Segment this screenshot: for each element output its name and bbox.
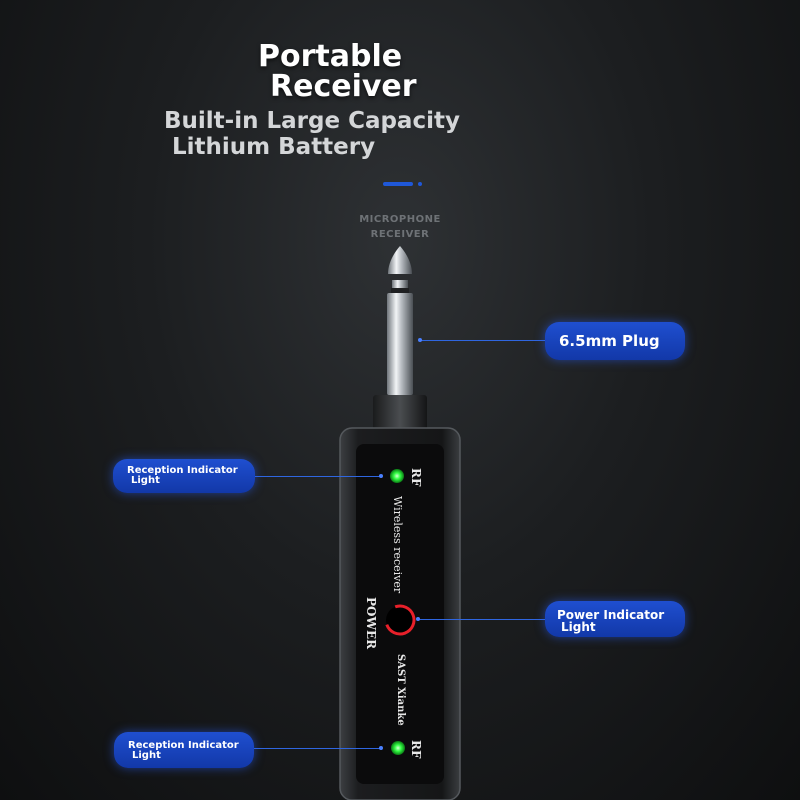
callout-reception-top-line1: Reception Indicator [127, 465, 238, 476]
device-label-brand: SAST Xianke [395, 654, 406, 726]
led-rf-bottom [391, 741, 405, 755]
plug-tip [388, 246, 412, 274]
headline: Portable Receiver [258, 42, 417, 102]
leader-line-reception-bottom [254, 748, 381, 749]
plug-insulator [391, 288, 409, 293]
power-ring [384, 604, 416, 636]
headline-line2: Receiver [270, 69, 417, 104]
leader-dot-plug [418, 338, 422, 342]
plug-shaft [387, 293, 413, 395]
device-label-power: POWER [364, 597, 378, 650]
device-label-rf-top: RF [409, 468, 423, 487]
callout-reception-indicator-bottom: Reception Indicator Light [114, 732, 254, 768]
leader-dot-reception-top [379, 474, 383, 478]
callout-reception-bottom-line1: Reception Indicator [128, 740, 239, 751]
callout-power-indicator: Power Indicator Light [545, 601, 685, 637]
subheadline-line2: Lithium Battery [172, 134, 376, 160]
device-label-wireless: Wireless receiver [391, 496, 404, 594]
plug-tip-ring [390, 274, 410, 280]
leader-line-reception-top [255, 476, 381, 477]
led-rf-top [390, 469, 404, 483]
callout-reception-bottom-line2: Light [132, 750, 161, 761]
plug-neck [392, 280, 408, 288]
headline-line1: Portable [258, 39, 403, 74]
accent-dot [418, 182, 422, 186]
device-label-rf-bottom: RF [409, 740, 423, 759]
callout-power-line1: Power Indicator [557, 608, 665, 622]
accent-bar [383, 182, 413, 186]
device-caption-line2: RECEIVER [370, 229, 430, 240]
callout-reception-top-line2: Light [131, 475, 160, 486]
device-caption-line1: MICROPHONE [359, 214, 441, 225]
callout-plug: 6.5mm Plug [545, 322, 685, 360]
leader-line-plug [420, 340, 545, 341]
subheadline: Built-in Large Capacity Lithium Battery [164, 108, 460, 160]
subheadline-line1: Built-in Large Capacity [164, 108, 460, 134]
callout-reception-indicator-top: Reception Indicator Light [113, 459, 255, 493]
leader-line-power [418, 619, 545, 620]
leader-dot-power [416, 617, 420, 621]
plug-collar [373, 395, 427, 430]
leader-dot-reception-bottom [379, 746, 383, 750]
device-caption: MICROPHONE RECEIVER [330, 212, 470, 242]
callout-power-line2: Light [561, 620, 596, 634]
